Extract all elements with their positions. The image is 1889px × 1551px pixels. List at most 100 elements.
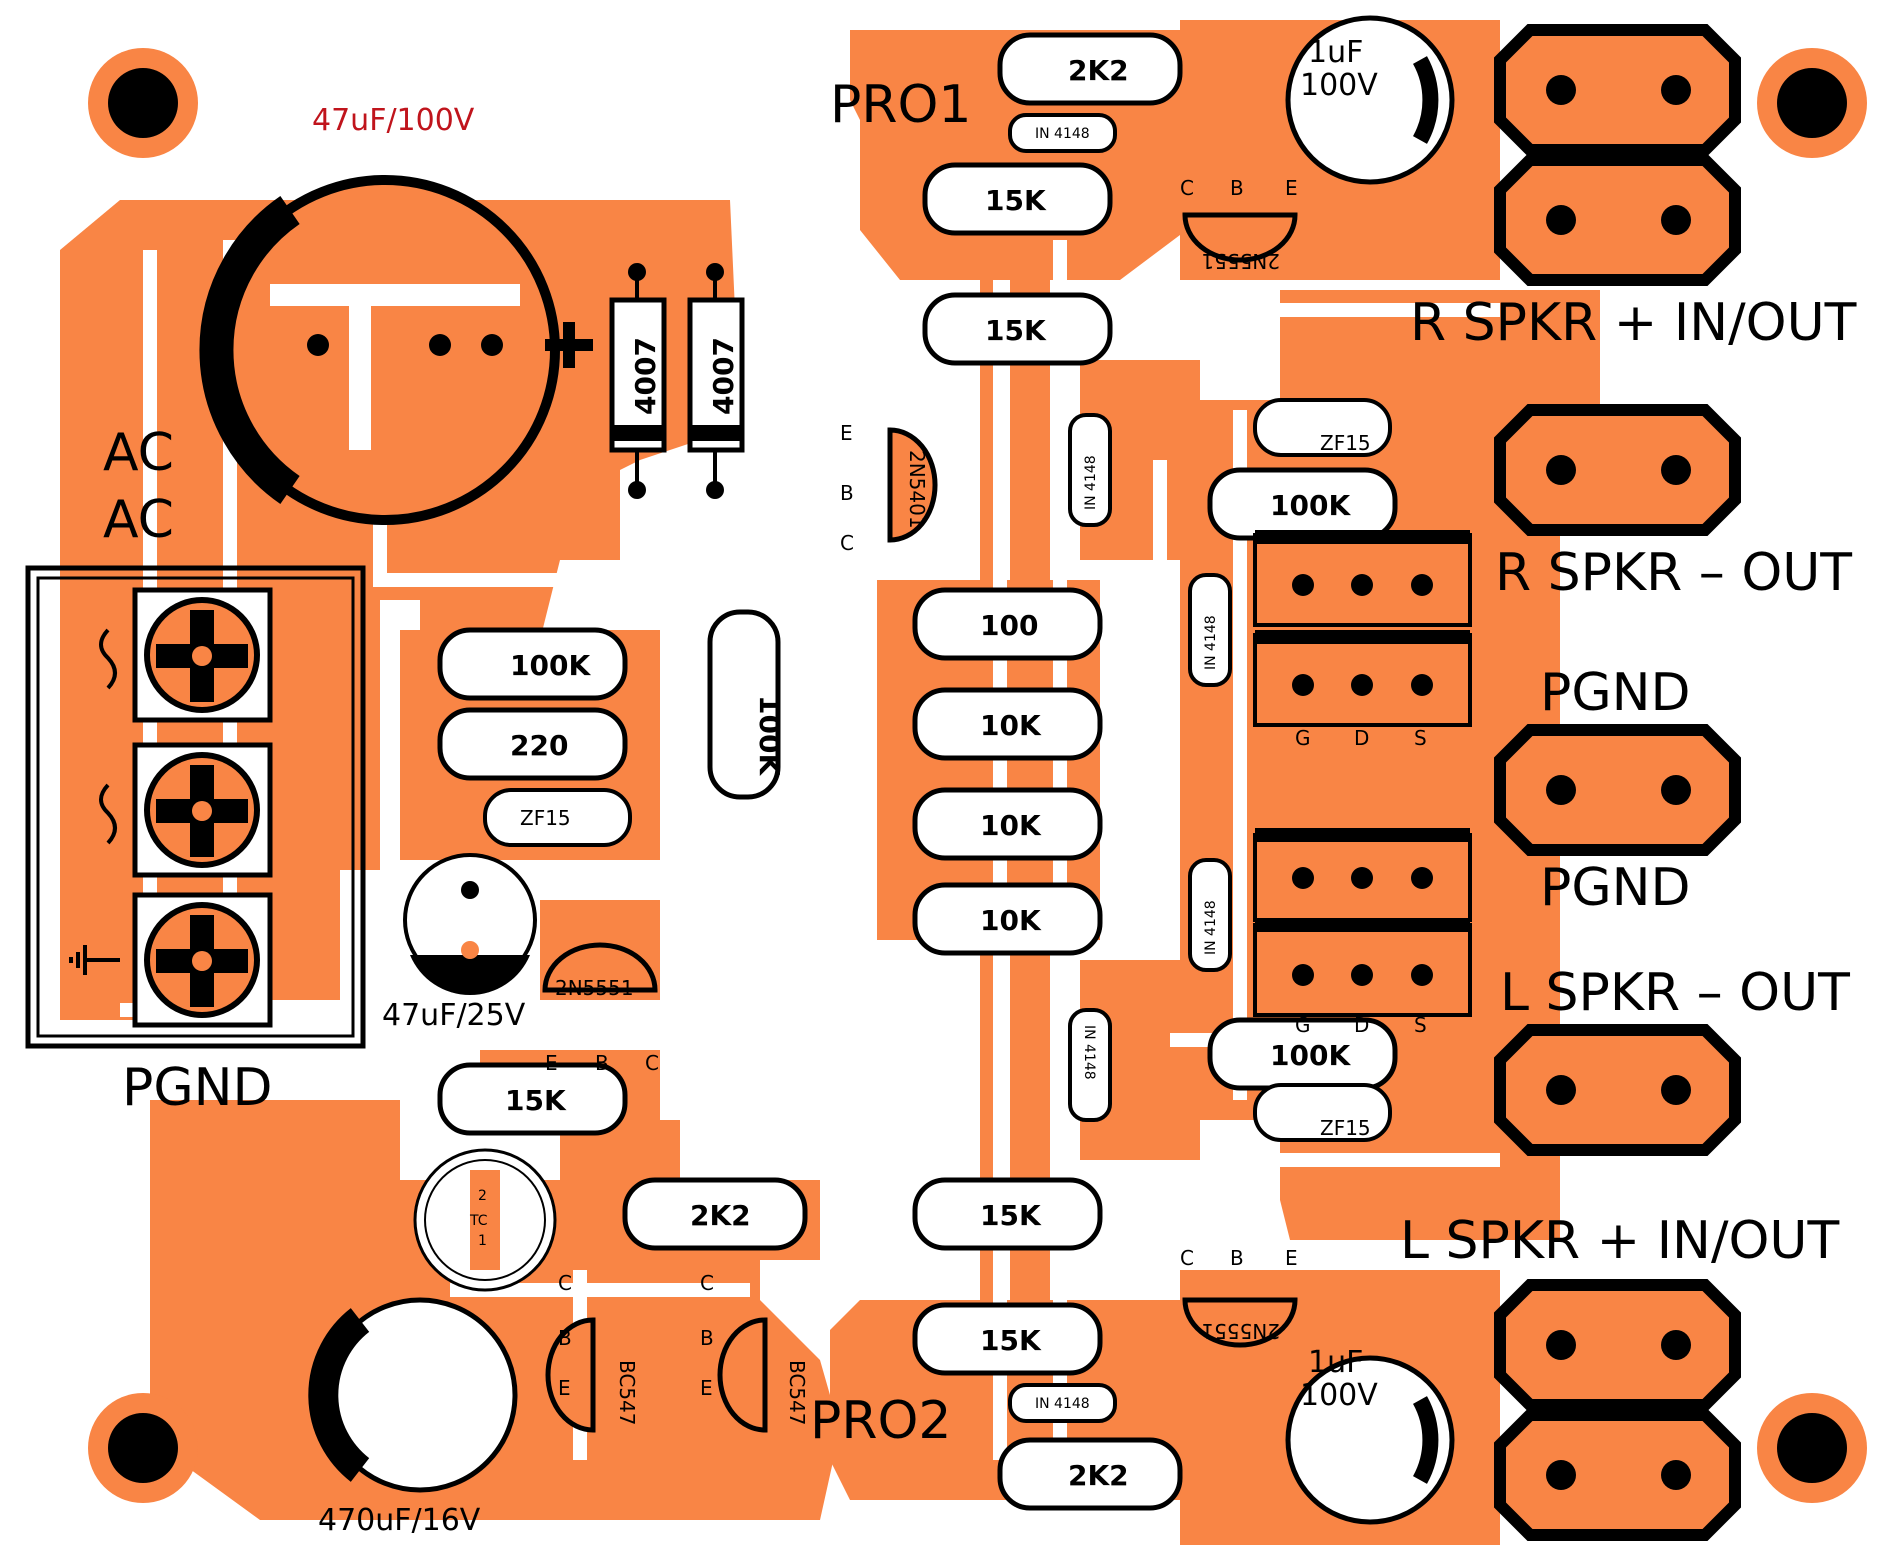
- connector-pgnd: [1494, 724, 1741, 856]
- connector-r-minus: [1494, 404, 1741, 536]
- diode-in4148-2: IN 4148: [1203, 615, 1219, 670]
- pin-c-1: C: [1180, 176, 1194, 200]
- text-labels: PRO1 PRO2 AC AC PGND R SPKR + IN/OUT R S…: [103, 35, 1857, 1538]
- ground-icon: [69, 945, 120, 975]
- pin-b-4: B: [558, 1326, 572, 1350]
- tc-label: TC: [469, 1213, 488, 1229]
- pin-c-4: C: [558, 1271, 572, 1295]
- label-pgnd-right1: PGND: [1540, 663, 1691, 723]
- terminal-block: [25, 565, 366, 1049]
- pin-d-2: D: [1354, 1013, 1369, 1037]
- res-220: 220: [510, 729, 568, 762]
- label-pro1: PRO1: [830, 75, 972, 135]
- connector-r-top-1: [1494, 24, 1741, 156]
- res-10k-2: 10K: [980, 809, 1042, 842]
- res-100k-right-top: 100K: [1270, 489, 1351, 522]
- pin-s-1: S: [1414, 726, 1427, 750]
- transistors: [542, 212, 1298, 1433]
- main-capacitor: [199, 175, 593, 525]
- diodes-4007: [609, 263, 745, 499]
- pin-e-6: E: [1285, 1246, 1298, 1270]
- res-15k-top1: 15K: [985, 184, 1047, 217]
- label-ac1: AC: [103, 423, 174, 483]
- res-2k2-bot: 2K2: [1068, 1459, 1129, 1492]
- pin-b-1: B: [1230, 176, 1244, 200]
- label-l-spkr-minus: L SPKR – OUT: [1500, 963, 1850, 1023]
- res-10k-1: 10K: [980, 709, 1042, 742]
- label-r-spkr-plus: R SPKR + IN/OUT: [1410, 293, 1857, 353]
- pin-s-2: S: [1414, 1013, 1427, 1037]
- small-capacitors: [308, 15, 1455, 1525]
- label-ac2: AC: [103, 490, 174, 550]
- cap-bot-value: 1uF: [1308, 1345, 1363, 1380]
- connector-l-minus: [1494, 1024, 1741, 1156]
- pin-e-5: E: [700, 1376, 713, 1400]
- pin-e-2: E: [840, 421, 853, 445]
- zener-diodes: [483, 113, 1392, 1423]
- zener-right-top-label: ZF15: [1320, 431, 1371, 455]
- cap-small-label: 47uF/25V: [382, 998, 526, 1033]
- pin-g-1: G: [1295, 726, 1311, 750]
- res-100: 100: [980, 609, 1038, 642]
- pin-d-1: D: [1354, 726, 1369, 750]
- cap-top-volt: 100V: [1300, 68, 1378, 103]
- connector-l-plus-2: [1494, 1409, 1741, 1541]
- pin-b-3: B: [595, 1051, 609, 1075]
- mosfet-blocks: [1253, 530, 1472, 1017]
- tc-pin2: 2: [478, 1188, 487, 1204]
- label-l-spkr-plus: L SPKR + IN/OUT: [1400, 1211, 1839, 1271]
- diode-4007-b: 4007: [707, 337, 740, 415]
- cap-bot-volt: 100V: [1300, 1378, 1378, 1413]
- diode-in4148-small-top: IN 4148: [1035, 126, 1090, 142]
- cap-big-bottom-label: 470uF/16V: [318, 1503, 481, 1538]
- res-100k-right-bot: 100K: [1270, 1039, 1351, 1072]
- connector-l-plus-1: [1494, 1279, 1741, 1411]
- diode-in4148-3: IN 4148: [1203, 900, 1219, 955]
- diode-in4148-1: IN 4148: [1083, 455, 1099, 510]
- transistor-2n5401: 2N5401: [905, 450, 929, 529]
- transistor-bc547-b: BC547: [785, 1360, 809, 1426]
- pin-e-3: E: [545, 1051, 558, 1075]
- label-pro2: PRO2: [810, 1391, 952, 1451]
- pin-c-3: C: [645, 1051, 659, 1075]
- zener-right-bot-label: ZF15: [1320, 1116, 1371, 1140]
- transistor-bc547-a: BC547: [615, 1360, 639, 1426]
- cap-main-label: 47uF/100V: [312, 103, 475, 138]
- connector-holes: [1546, 75, 1691, 1490]
- pin-b-5: B: [700, 1326, 714, 1350]
- res-15k-left: 15K: [505, 1084, 567, 1117]
- label-pgnd-right2: PGND: [1540, 858, 1691, 918]
- tc-pin1: 1: [478, 1233, 487, 1249]
- res-100k-left: 100K: [510, 649, 591, 682]
- pin-c-5: C: [700, 1271, 714, 1295]
- res-10k-3: 10K: [980, 904, 1042, 937]
- mounting-holes: [88, 48, 1867, 1503]
- res-2k2-mid: 2K2: [690, 1199, 751, 1232]
- resistor-bodies: [437, 32, 1398, 1511]
- diode-in4148-small-bot: IN 4148: [1035, 1396, 1090, 1412]
- transistor-2n5551-bot: 2N5551: [1201, 1319, 1280, 1343]
- res-15k-top2: 15K: [985, 314, 1047, 347]
- pin-b-2: B: [840, 481, 854, 505]
- res-100k-vert: 100K: [753, 695, 786, 776]
- res-2k2-top: 2K2: [1068, 54, 1129, 87]
- res-15k-bot2: 15K: [980, 1324, 1042, 1357]
- pin-e-1: E: [1285, 176, 1298, 200]
- pin-c-6: C: [1180, 1246, 1194, 1270]
- transistor-2n5551-left: 2N5551: [555, 976, 634, 1000]
- cap-top-value: 1uF: [1308, 35, 1363, 70]
- label-r-spkr-minus: R SPKR – OUT: [1495, 543, 1852, 603]
- diode-4007-a: 4007: [629, 337, 662, 415]
- diode-in4148-4: IN 4148: [1081, 1025, 1097, 1080]
- pin-c-2: C: [840, 531, 854, 555]
- label-pgnd-left: PGND: [122, 1058, 273, 1118]
- connector-r-top-2: [1494, 154, 1741, 286]
- transistor-2n5551-top: 2N5551: [1201, 249, 1280, 273]
- zener-left-label: ZF15: [520, 806, 571, 830]
- res-15k-bot1: 15K: [980, 1199, 1042, 1232]
- pin-e-4: E: [558, 1376, 571, 1400]
- pin-b-6: B: [1230, 1246, 1244, 1270]
- pin-g-2: G: [1295, 1013, 1311, 1037]
- speaker-connectors: [1494, 24, 1741, 1541]
